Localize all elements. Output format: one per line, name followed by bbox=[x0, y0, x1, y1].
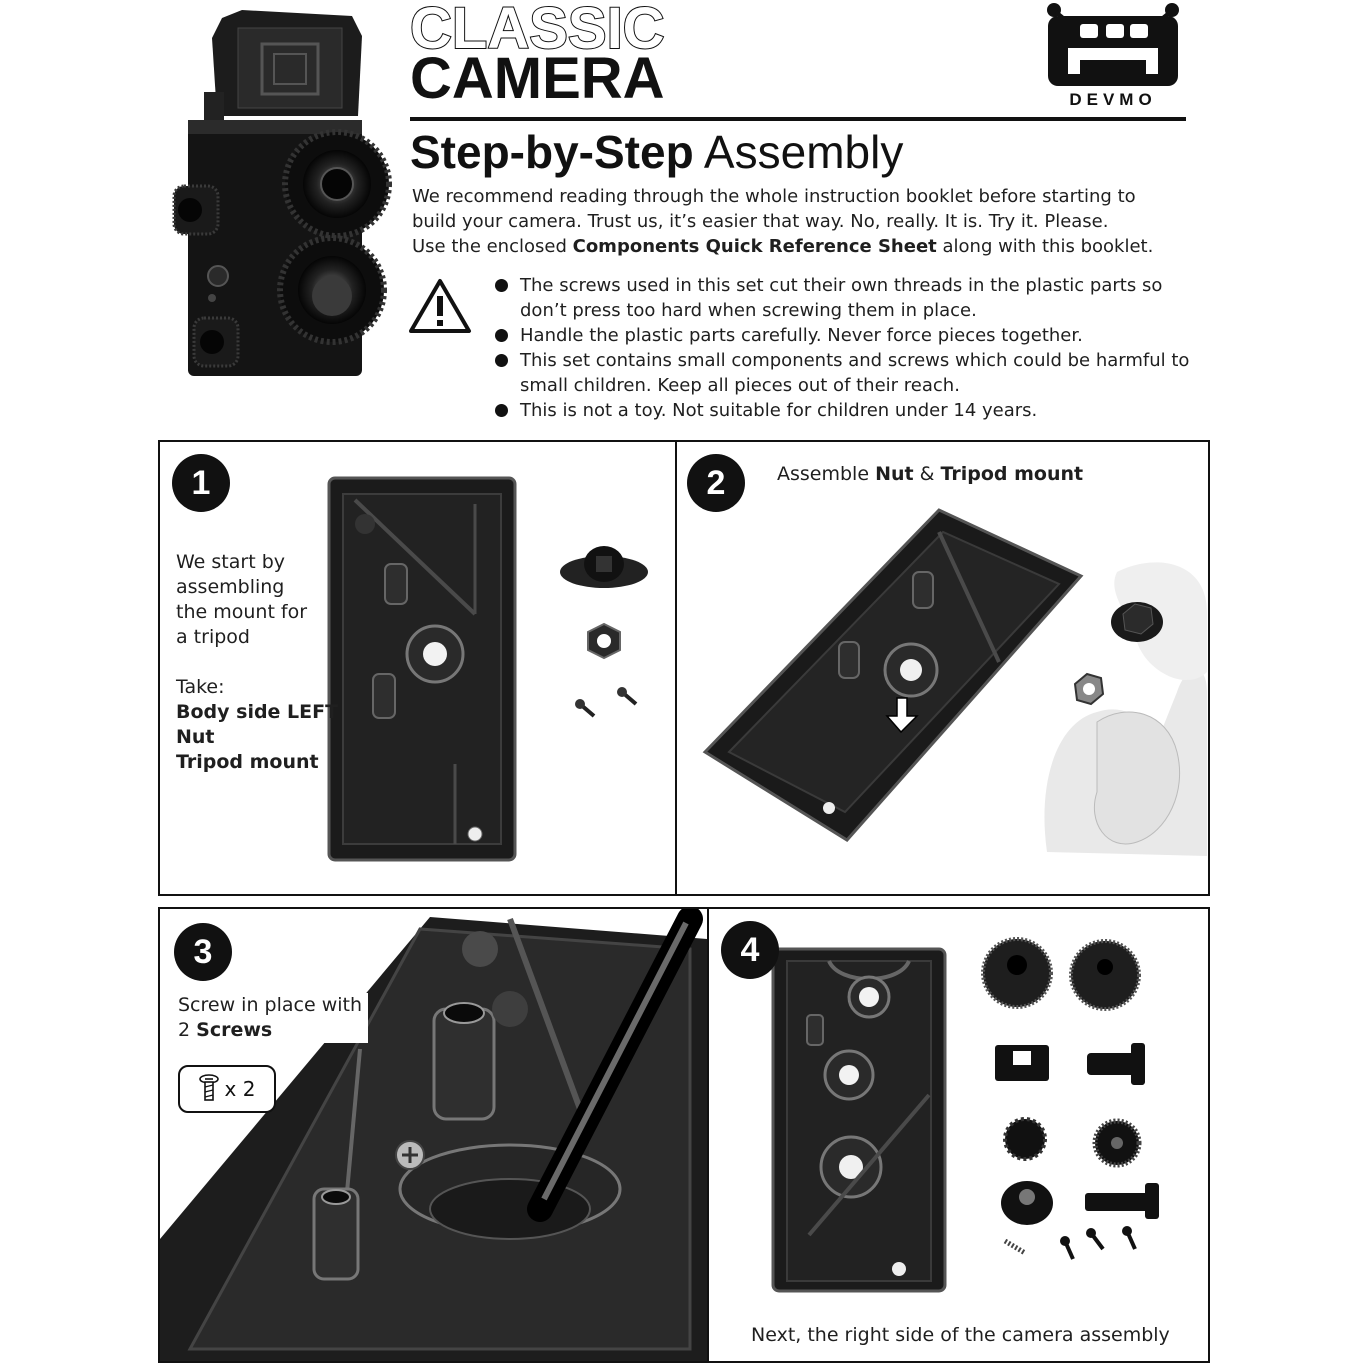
header-divider bbox=[410, 117, 1186, 121]
brand-name: DEVMO bbox=[1069, 90, 1157, 109]
warning-triangle-icon bbox=[409, 279, 471, 333]
body-side-right-photo bbox=[771, 947, 947, 1293]
warning-item: Handle the plastic parts carefully. Neve… bbox=[494, 323, 1194, 348]
warning-item: This is not a toy. Not suitable for chil… bbox=[494, 398, 1194, 423]
devmo-robot-logo bbox=[1047, 3, 1179, 86]
intro-line-2: build your camera. Trust us, it’s easier… bbox=[412, 211, 1109, 232]
step-1-line: a tripod bbox=[176, 626, 250, 648]
title-camera: CAMERA bbox=[410, 46, 665, 111]
step-3-panel: 3 Screw in place with 2 Screws x 2 bbox=[158, 907, 709, 1363]
step-3-badge: 3 bbox=[174, 923, 232, 981]
screw-quantity: x 2 bbox=[224, 1077, 256, 1101]
subtitle-rest: Assembly bbox=[693, 126, 904, 178]
intro-line-3: Use the enclosed Components Quick Refere… bbox=[412, 234, 1192, 259]
step-3-line-1: Screw in place with bbox=[178, 994, 362, 1016]
step-2-badge: 2 bbox=[687, 454, 745, 512]
tripod-parts-photo bbox=[560, 546, 648, 718]
step-1-line: assembling bbox=[176, 576, 285, 598]
screw-quantity-box: x 2 bbox=[178, 1065, 276, 1113]
title-classic: CLASSIC bbox=[409, 0, 666, 61]
step-1-part: Body side LEFT bbox=[176, 701, 339, 723]
warning-item: The screws used in this set cut their ow… bbox=[494, 273, 1194, 323]
step-2-bold-tripod: Tripod mount bbox=[940, 463, 1084, 485]
subtitle-bold: Step-by-Step bbox=[410, 126, 694, 178]
intro-line-1: We recommend reading through the whole i… bbox=[412, 186, 1136, 207]
warning-item: This set contains small components and s… bbox=[494, 348, 1194, 398]
body-side-assembly-photo bbox=[702, 508, 1084, 842]
step-3-line-2: 2 Screws bbox=[178, 1018, 362, 1043]
step-3-line-2-pre: 2 bbox=[178, 1019, 197, 1041]
step-4-badge: 4 bbox=[721, 921, 779, 979]
step-1-take: Take: bbox=[176, 676, 225, 698]
step-1-panel: 1 We start by assembling the mount for a… bbox=[158, 440, 677, 896]
warning-list: The screws used in this set cut their ow… bbox=[494, 273, 1194, 423]
step-2-text: Assemble Nut & Tripod mount bbox=[777, 462, 1083, 487]
step-2-bold-nut: Nut bbox=[875, 463, 914, 485]
screw-icon bbox=[198, 1074, 219, 1101]
step-1-line: We start by bbox=[176, 551, 285, 573]
step-1-badge: 1 bbox=[172, 454, 230, 512]
step-1-text: We start by assembling the mount for a t… bbox=[176, 550, 338, 775]
step-1-part: Tripod mount bbox=[176, 751, 319, 773]
step-3-line-2-bold: Screws bbox=[196, 1019, 273, 1041]
page-subtitle: Step-by-Step Assembly bbox=[410, 124, 903, 180]
step-1-part: Nut bbox=[176, 726, 215, 748]
step-4-panel: 4 Next, the righ bbox=[707, 907, 1210, 1363]
intro-paragraph: We recommend reading through the whole i… bbox=[412, 184, 1192, 259]
hand-holding-nut-photo bbox=[1044, 562, 1207, 856]
step-3-text: Screw in place with 2 Screws bbox=[178, 993, 368, 1043]
step-1-line: the mount for bbox=[176, 601, 308, 623]
body-side-left-photo bbox=[327, 476, 517, 862]
step-2-panel: 2 Assemble Nut & Tripod mount bbox=[675, 440, 1210, 896]
step-2-mid: & bbox=[913, 463, 941, 485]
intro-line-3-post: along with this booklet. bbox=[936, 236, 1154, 257]
screwdriver-closeup-photo bbox=[160, 909, 707, 1361]
camera-product-photo bbox=[172, 10, 392, 376]
step-2-pre: Assemble bbox=[777, 463, 876, 485]
intro-line-3-bold: Components Quick Reference Sheet bbox=[572, 236, 937, 257]
right-side-parts-photo bbox=[981, 937, 1159, 1260]
intro-line-3-pre: Use the enclosed bbox=[412, 236, 573, 257]
step-4-caption: Next, the right side of the camera assem… bbox=[751, 1324, 1170, 1346]
